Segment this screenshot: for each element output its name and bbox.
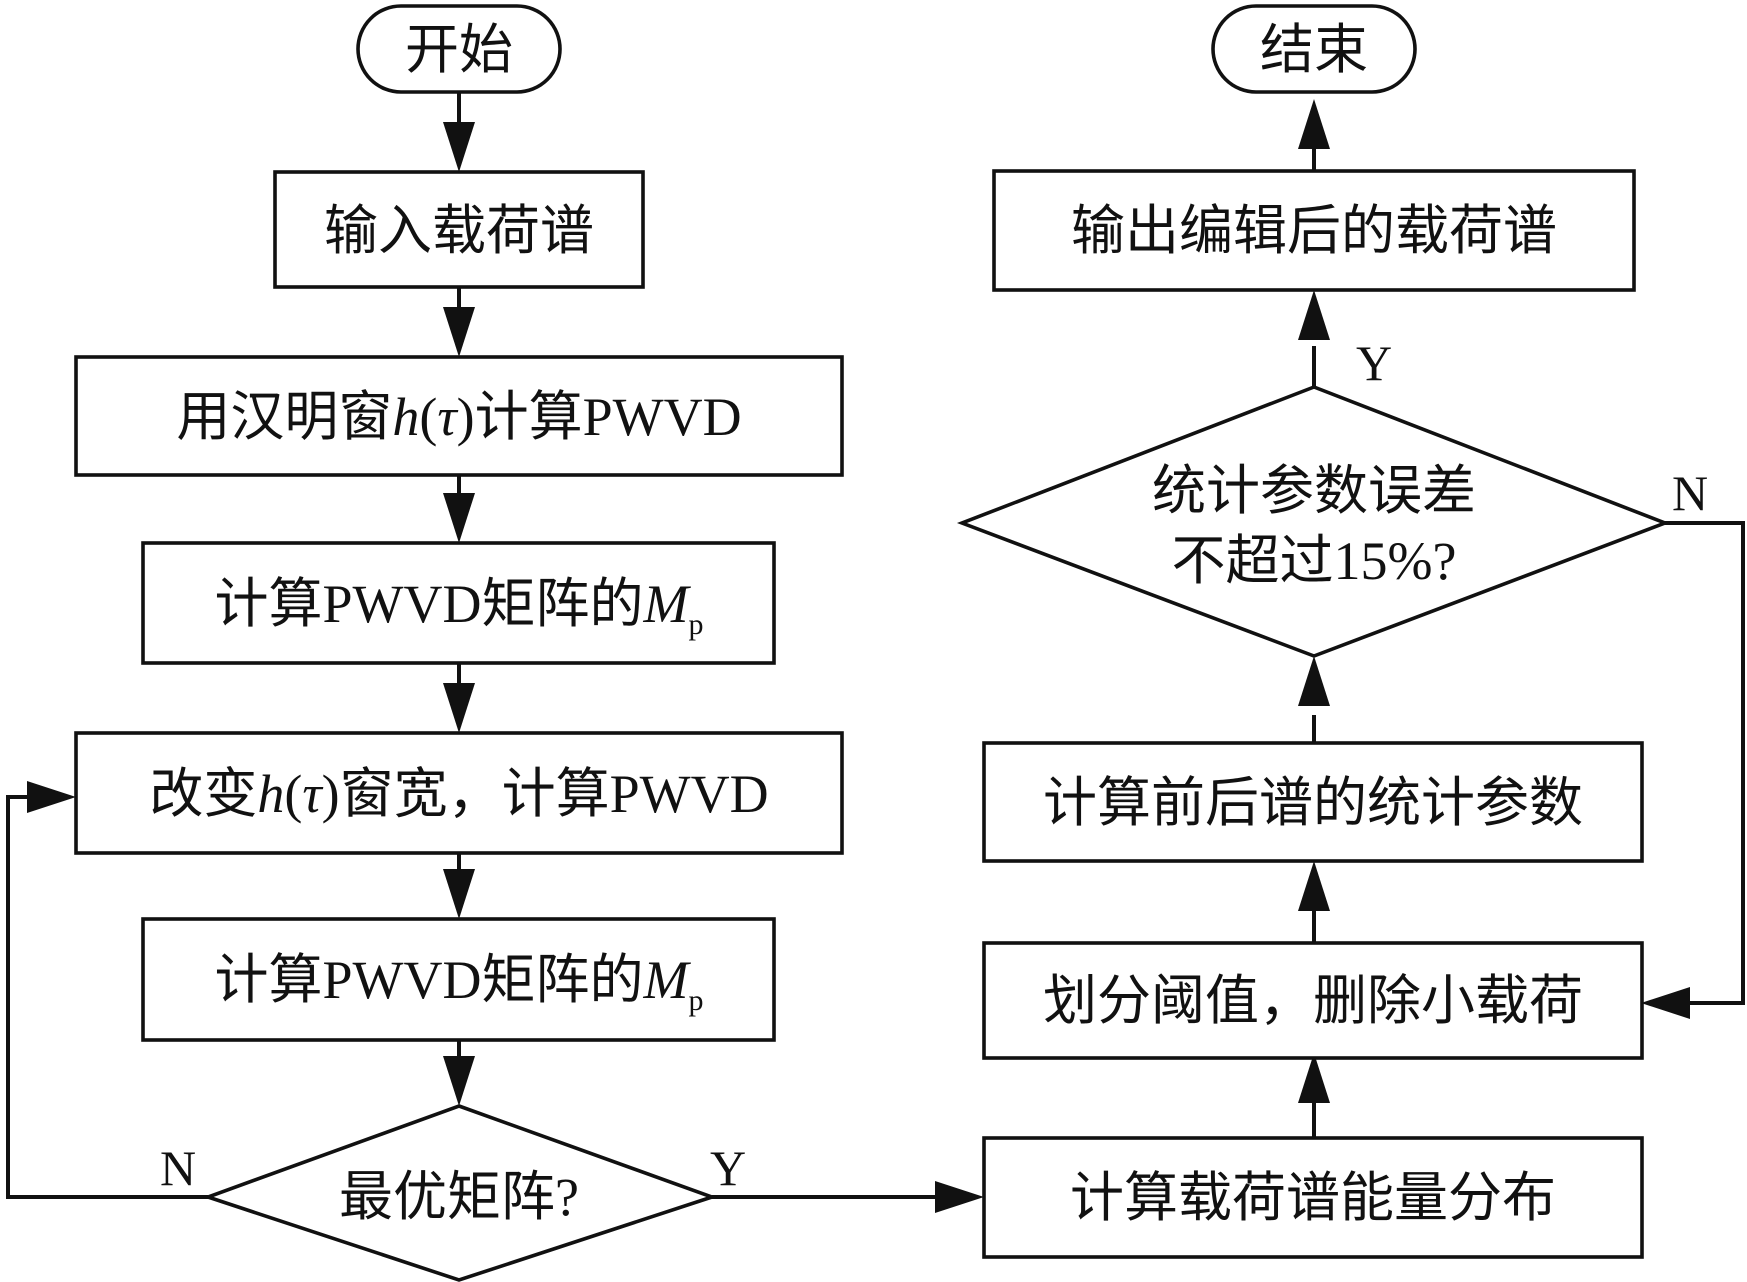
energy-distribution-label: 计算载荷谱能量分布 xyxy=(1070,1168,1556,1228)
change-window-box xyxy=(74,731,844,855)
mp-first-label: 计算PWVD矩阵的Mp xyxy=(215,574,704,641)
arrowhead-right xyxy=(935,1181,984,1213)
energy-distribution-box xyxy=(982,1136,1644,1259)
threshold-delete-label: 划分阈值，删除小载荷 xyxy=(1043,971,1583,1031)
end-terminal xyxy=(1211,4,1417,94)
stat-params-box xyxy=(982,741,1644,863)
arrowhead-up xyxy=(1298,290,1330,340)
error-check-decision xyxy=(956,385,1671,658)
arrowhead-up xyxy=(1298,1053,1330,1103)
hamming-close: ) xyxy=(457,387,475,447)
arrowhead-left xyxy=(1641,987,1690,1019)
arrowhead-up xyxy=(1298,656,1330,706)
start-terminal xyxy=(356,4,562,94)
mp-first-sub: p xyxy=(688,608,703,641)
error-no-label: N xyxy=(1672,465,1708,521)
change-fn: h xyxy=(257,764,284,824)
threshold-delete-box xyxy=(982,941,1644,1060)
hamming-open: ( xyxy=(419,387,437,447)
change-tau: τ xyxy=(302,764,323,824)
mp-second-var: M xyxy=(643,950,692,1010)
arrowhead-right xyxy=(27,781,76,813)
error-check-line1: 统计参数误差 xyxy=(1152,461,1476,521)
hamming-suffix: 计算PWVD xyxy=(475,387,742,447)
arrowhead-up xyxy=(1298,861,1330,911)
mp-second-box xyxy=(141,917,776,1042)
mp-first-prefix: 计算PWVD矩阵的 xyxy=(215,574,644,634)
mp-first-box xyxy=(141,541,776,665)
output-spectrum-label: 输出编辑后的载荷谱 xyxy=(1071,201,1557,261)
input-spectrum-label: 输入载荷谱 xyxy=(324,201,594,261)
change-open: ( xyxy=(284,764,302,824)
arrowhead-down xyxy=(443,307,475,357)
optimal-yes-label: Y xyxy=(710,1140,746,1196)
change-prefix: 改变 xyxy=(149,764,257,824)
change-close: ) xyxy=(322,764,340,824)
arrowhead-down xyxy=(443,1056,475,1106)
arrowhead-up xyxy=(1298,99,1330,149)
arrowhead-down xyxy=(443,493,475,543)
arrowheads xyxy=(27,99,1690,1213)
optimal-matrix-decision xyxy=(202,1104,718,1282)
mp-second-sub: p xyxy=(688,984,703,1017)
arrowhead-down xyxy=(443,683,475,733)
hamming-tau: τ xyxy=(437,387,458,447)
mp-second-label: 计算PWVD矩阵的Mp xyxy=(215,950,704,1017)
error-yes-label: Y xyxy=(1356,335,1392,391)
edge-error-no-loop xyxy=(1665,521,1745,1005)
change-window-label: 改变h(τ)窗宽，计算PWVD xyxy=(149,764,768,824)
stat-params-label: 计算前后谱的统计参数 xyxy=(1043,773,1583,833)
mp-second-prefix: 计算PWVD矩阵的 xyxy=(215,950,644,1010)
optimal-no-label: N xyxy=(160,1140,196,1196)
mp-first-var: M xyxy=(643,574,692,634)
optimal-matrix-label: 最优矩阵? xyxy=(339,1167,579,1227)
start-label: 开始 xyxy=(405,20,513,80)
output-spectrum-box xyxy=(992,169,1636,292)
connectors xyxy=(6,92,1745,1199)
hamming-pwvd-box xyxy=(74,355,844,477)
end-label: 结束 xyxy=(1260,20,1368,80)
arrowhead-down xyxy=(443,869,475,919)
hamming-prefix: 用汉明窗 xyxy=(176,387,392,447)
input-spectrum-box xyxy=(273,170,645,289)
hamming-fn: h xyxy=(392,387,419,447)
hamming-pwvd-label: 用汉明窗h(τ)计算PWVD xyxy=(176,387,741,447)
error-check-line2: 不超过15%? xyxy=(1172,531,1457,591)
change-suffix: 窗宽，计算PWVD xyxy=(340,764,769,824)
arrowhead-down xyxy=(443,122,475,172)
